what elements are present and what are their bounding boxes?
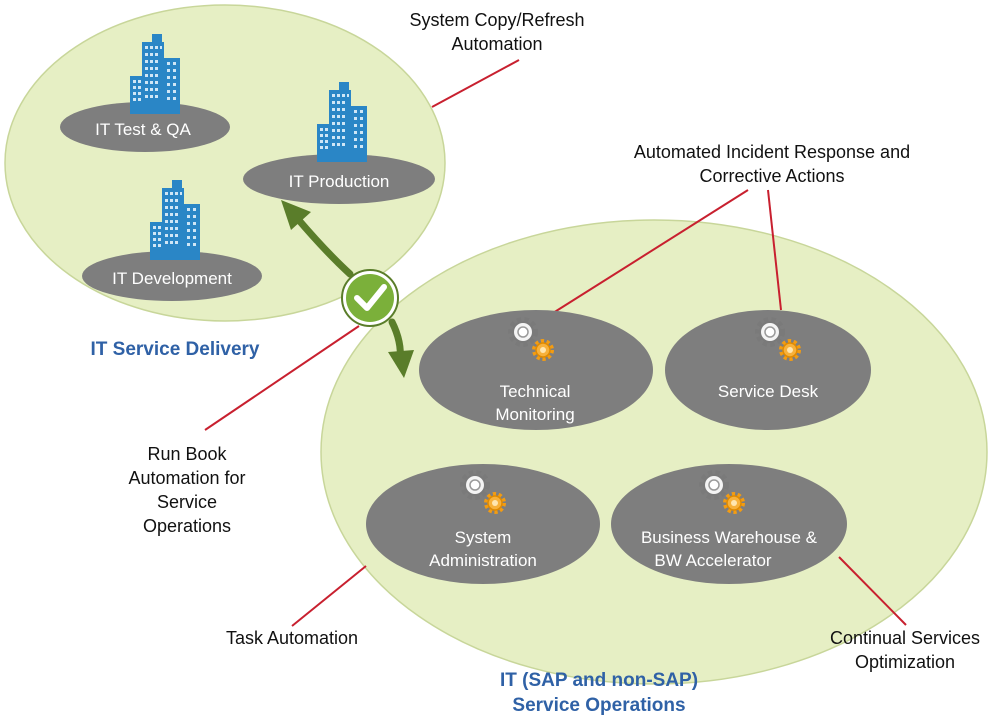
continual-callout-line [838,556,907,626]
system-administration-label-2: Administration [429,551,537,570]
it-test-qa-node [60,102,230,152]
system-administration-node [366,464,600,584]
service-desk-label: Service Desk [718,382,819,401]
service-delivery-cluster [4,4,446,322]
run-book-callout-2: Automation for [128,468,245,488]
task-callout: Task Automation [226,628,358,648]
service-operations-heading-1: IT (SAP and non-SAP) [500,670,698,691]
continual-callout-2: Optimization [855,652,955,672]
it-development-node [82,251,262,301]
incident-callout-1: Automated Incident Response and [634,142,910,162]
to-delivery-arrowhead [281,200,311,230]
run-book-callout-1: Run Book [147,444,227,464]
service-operations-heading-2: Service Operations [512,695,685,716]
technical-monitoring-label-2: Monitoring [495,405,574,424]
copy-refresh-callout-line [431,59,520,108]
technical-monitoring-label-1: Technical [500,382,571,401]
checkmark-icon [341,269,399,327]
it-production-label: IT Production [289,172,390,191]
run-book-callout-line [204,325,360,431]
it-production-node [243,154,435,204]
business-warehouse-node [611,464,847,584]
system-administration-label-1: System [455,528,512,547]
business-warehouse-label-1: Business Warehouse & [641,528,818,547]
to-operations-arrowhead [388,350,414,378]
business-warehouse-label-2: BW Accelerator [654,551,771,570]
continual-callout-1: Continual Services [830,628,980,648]
technical-monitoring-node [419,310,653,430]
to-delivery-arrow [293,214,354,278]
it-test-qa-label: IT Test & QA [95,120,191,139]
service-operations-cluster [320,219,988,685]
incident-callout-line-a [552,189,749,314]
run-book-callout-4: Operations [143,516,231,536]
copy-refresh-callout-1: System Copy/Refresh [409,10,584,30]
task-callout-line [291,565,367,627]
incident-callout-2: Corrective Actions [699,166,844,186]
service-desk-node [665,310,871,430]
service-delivery-heading: IT Service Delivery [91,339,260,360]
it-development-label: IT Development [112,269,232,288]
incident-callout-line-b [767,189,782,311]
copy-refresh-callout-2: Automation [451,34,542,54]
run-book-callout-3: Service [157,492,217,512]
